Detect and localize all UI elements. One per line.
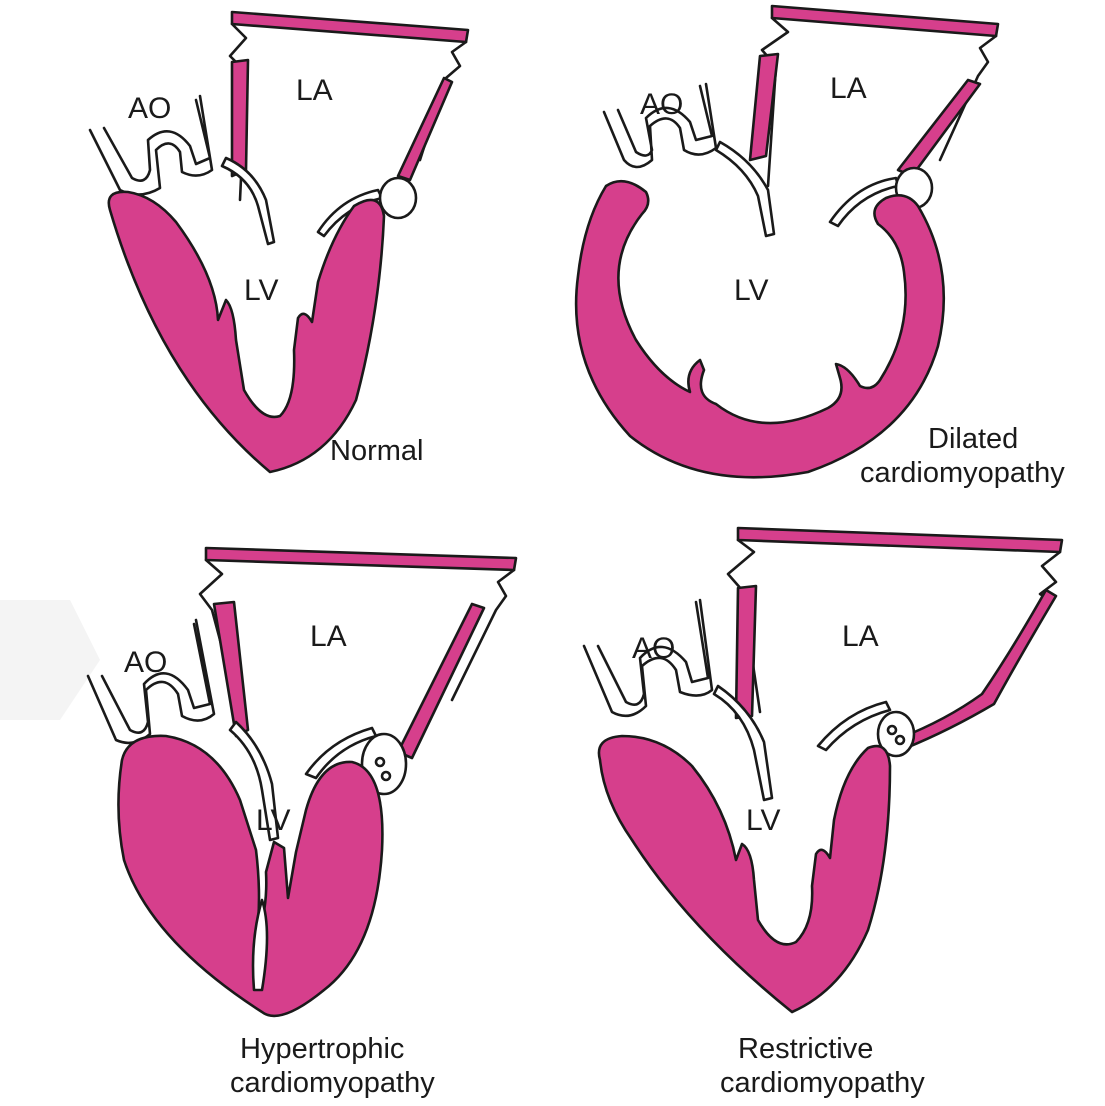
aorta (88, 620, 214, 743)
la-lateral-wall (900, 590, 1056, 748)
panel-restrictive: AO LA LV Restrictive cardiomyopathy (584, 528, 1062, 1099)
label-la: LA (830, 72, 867, 105)
label-la: LA (296, 74, 333, 107)
calcification-dot (888, 726, 896, 734)
mitral-annulus (380, 178, 416, 218)
watermark-shape (0, 600, 100, 720)
lv-myocardium (109, 192, 384, 472)
label-la: LA (842, 620, 879, 653)
la-lateral-wall (398, 78, 452, 180)
lv-myocardium (118, 736, 382, 1016)
panel-dilated: AO LA LV Dilated cardiomyopathy (576, 6, 1065, 489)
calcification-dot (896, 736, 904, 744)
caption-line-1: Normal (330, 435, 423, 467)
caption-line-2: cardiomyopathy (720, 1067, 925, 1099)
label-la: LA (310, 620, 347, 653)
la-roof (772, 6, 998, 36)
la-roof (206, 548, 516, 570)
panel-normal: AO LA LV Normal (90, 12, 468, 472)
la-outline (728, 540, 1060, 712)
atrial-septum (214, 602, 248, 736)
label-lv: LV (746, 804, 780, 837)
label-ao: AO (632, 632, 675, 665)
panel-hypertrophic: AO LA LV Hypertrophic cardiomyopathy (88, 548, 516, 1099)
caption-line-2: cardiomyopathy (860, 457, 1065, 489)
label-ao: AO (128, 92, 171, 125)
label-lv: LV (734, 274, 768, 307)
anterior-mitral-leaflet (222, 158, 274, 244)
la-roof (738, 528, 1062, 552)
calcification-dot (376, 758, 384, 766)
caption-line-2: cardiomyopathy (230, 1067, 435, 1099)
calcification-dot (382, 772, 390, 780)
atrial-septum (736, 586, 756, 718)
la-lateral-wall (398, 604, 484, 758)
label-ao: AO (640, 88, 683, 121)
la-roof (232, 12, 468, 42)
lv-myocardium (576, 181, 944, 477)
caption-line-1: Hypertrophic (240, 1033, 404, 1065)
label-lv: LV (244, 274, 278, 307)
lv-myocardium (599, 736, 890, 1012)
caption-line-1: Dilated (928, 423, 1018, 455)
label-ao: AO (124, 646, 167, 679)
label-lv: LV (256, 804, 290, 837)
atrial-septum (232, 60, 248, 176)
la-lateral-wall (898, 80, 980, 176)
caption-line-1: Restrictive (738, 1033, 873, 1065)
